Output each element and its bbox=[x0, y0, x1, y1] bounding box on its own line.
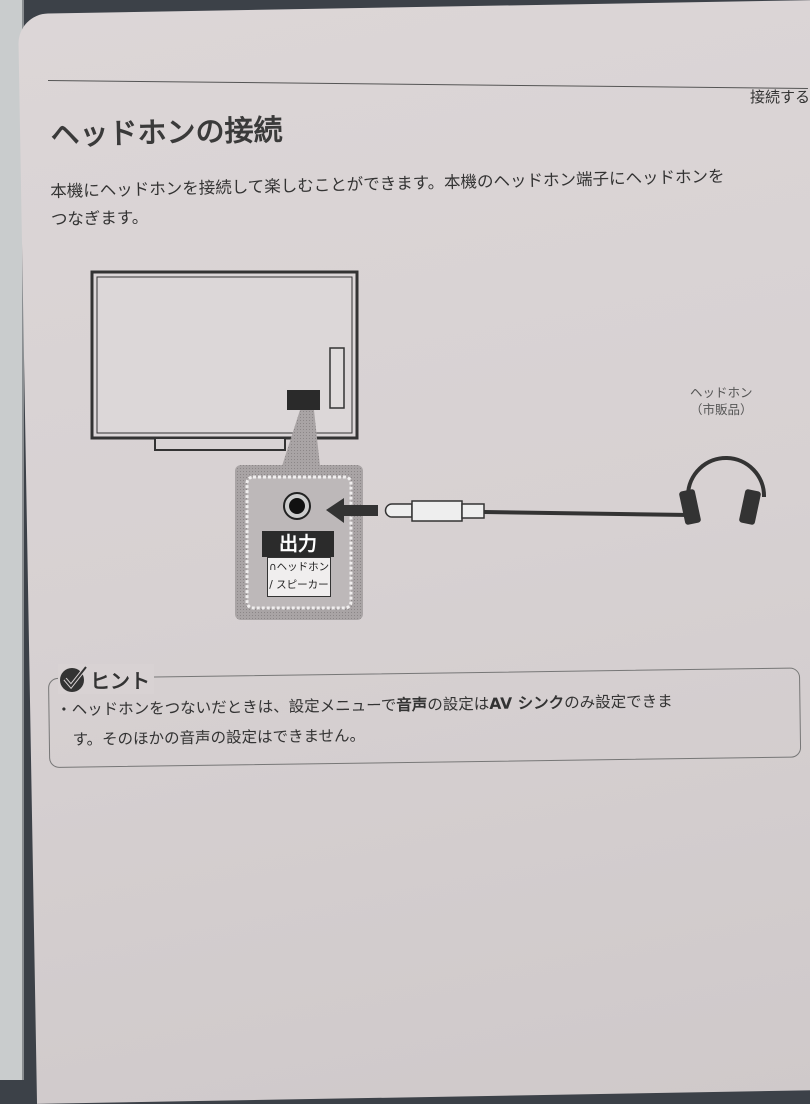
headphone-label-note: （市販品） bbox=[690, 402, 753, 417]
hint-text-d: AV シンク bbox=[489, 693, 565, 713]
connection-diagram bbox=[90, 270, 767, 620]
hint-text-a: ヘッドホンをつないだときは、設定メニューで bbox=[71, 696, 397, 719]
tv-back bbox=[90, 270, 359, 451]
headphone-small-icon: ∩ bbox=[268, 561, 277, 573]
output-label: 出力 bbox=[262, 531, 334, 557]
output-sublabel: ∩ヘッドホン / スピーカー bbox=[267, 557, 331, 597]
port-block bbox=[287, 390, 320, 410]
hint-text: ・ヘッドホンをつないだときは、設定メニューで音声の設定はAV シンクのみ設定でき… bbox=[56, 686, 673, 755]
headphone-plug bbox=[384, 500, 691, 522]
hint-text-c: の設定は bbox=[427, 694, 490, 714]
hint-title: ヒント bbox=[90, 668, 150, 693]
output-sub1: ヘッドホン bbox=[276, 561, 330, 573]
insert-arrow bbox=[326, 498, 378, 523]
headphone-label: ヘッドホン （市販品） bbox=[690, 384, 753, 418]
check-icon bbox=[60, 665, 88, 692]
section-label: 接続する bbox=[749, 88, 810, 106]
hint-text-b: 音声 bbox=[396, 695, 428, 715]
output-sub2: / スピーカー bbox=[269, 579, 329, 591]
headphones-icon bbox=[679, 456, 767, 525]
hint-header: ヒント bbox=[58, 664, 154, 694]
headphone-label-name: ヘッドホン bbox=[690, 385, 753, 400]
cable bbox=[483, 510, 691, 517]
hint-text-e: のみ設定できま bbox=[564, 692, 673, 712]
